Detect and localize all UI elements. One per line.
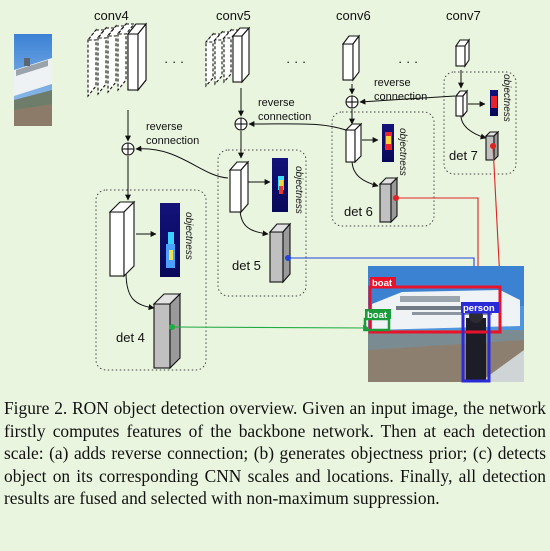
conv7-label: conv7 — [446, 8, 481, 23]
sum-nodes — [121, 95, 359, 156]
result-image — [363, 266, 524, 383]
scale-groups — [95, 71, 517, 371]
det6-label: det 6 — [344, 204, 373, 219]
det7-arrow — [489, 142, 503, 282]
reverse-label-4a: reverse — [146, 121, 183, 133]
det4-label: det 4 — [116, 330, 145, 345]
result-person-label: person — [463, 303, 495, 314]
conv6-label: conv6 — [336, 8, 371, 23]
reverse-label-5b: connection — [258, 111, 311, 123]
det7-label: det 7 — [449, 148, 478, 163]
reverse-label-6a: reverse — [374, 77, 411, 89]
objectness-label-6: objectness — [397, 128, 408, 176]
conv5-stack — [204, 26, 251, 88]
conv6-block — [341, 34, 361, 82]
det5-label: det 5 — [232, 258, 261, 273]
connection-arrows — [125, 70, 487, 311]
result-boat-large-label: boat — [372, 278, 393, 289]
ellipsis-2: · · · — [286, 54, 306, 69]
objectness-label-7: objectness — [501, 74, 512, 122]
objectness-label-4: objectness — [183, 212, 194, 260]
reverse-label-5a: reverse — [258, 97, 295, 109]
feature-maps — [108, 89, 469, 278]
reverse-label-4b: connection — [146, 135, 199, 147]
conv5-label: conv5 — [216, 8, 251, 23]
objectness-heatmaps — [160, 90, 498, 277]
conv4-label: conv4 — [94, 8, 129, 23]
objectness-label-5: objectness — [293, 166, 304, 214]
figure-caption: Figure 2. RON object detection overview.… — [4, 398, 546, 508]
det4-arrow — [168, 323, 370, 332]
reverse-label-6b: connection — [374, 91, 427, 103]
input-image — [14, 34, 52, 126]
result-boat-small-label: boat — [367, 310, 388, 321]
ellipsis-3: · · · — [398, 54, 418, 69]
det6-arrow — [392, 194, 482, 282]
ellipsis-1: · · · — [164, 54, 184, 69]
ron-diagram: conv4 conv5 conv6 conv7 · · · — [14, 8, 524, 383]
conv4-stack — [86, 22, 148, 98]
conv7-block — [454, 38, 471, 68]
